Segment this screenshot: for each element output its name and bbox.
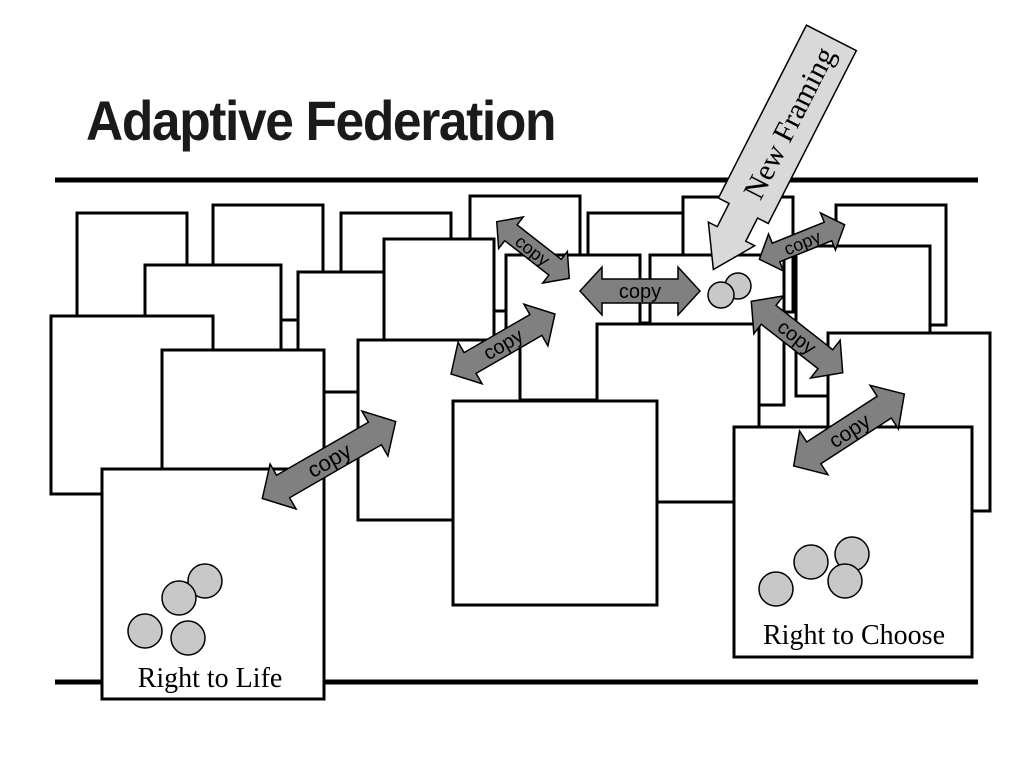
token-circle: [707, 281, 735, 309]
token-circle: [170, 620, 206, 656]
token-circle: [127, 613, 163, 649]
right-to-choose-label: Right to Choose: [763, 620, 945, 651]
right-to-life-label: Right to Life: [138, 663, 283, 694]
token-circle: [758, 571, 794, 607]
copy-label: copy: [619, 281, 661, 303]
slide-title: Adaptive Federation: [86, 89, 556, 152]
token-circle: [187, 563, 223, 599]
token-circle: [827, 563, 863, 599]
token-circle: [161, 580, 197, 616]
frame-box: [382, 237, 496, 351]
token-circle: [793, 544, 829, 580]
copy-arrow: copy: [578, 265, 702, 317]
center-frame-box: [451, 399, 659, 607]
